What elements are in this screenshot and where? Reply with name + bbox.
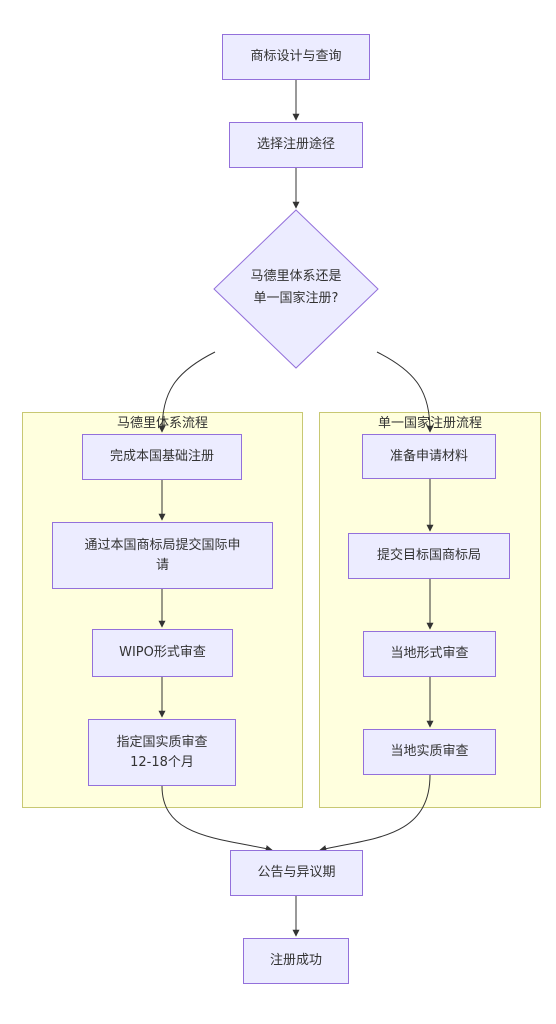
- edge-s4-publish: [319, 774, 431, 852]
- node-madrid-substantive-review: 指定国实质审查 12-18个月: [88, 719, 236, 786]
- node-choose-route: 选择注册途径: [229, 122, 363, 168]
- node-single-submit-office-label: 提交目标国商标局: [376, 548, 481, 563]
- node-madrid-submit-international: 通过本国商标局提交国际申 请: [52, 522, 273, 589]
- node-trademark-design-label: 商标设计与查询: [250, 49, 342, 64]
- node-madrid-submit-international-label: 通过本国商标局提交国际申 请: [84, 537, 241, 573]
- node-registration-success: 注册成功: [243, 938, 349, 984]
- node-madrid-wipo-review: WIPO形式审查: [92, 629, 233, 677]
- node-single-submit-office: 提交目标国商标局: [348, 533, 510, 579]
- node-madrid-base-registration-label: 完成本国基础注册: [109, 449, 214, 464]
- node-single-formal-review: 当地形式审查: [363, 631, 496, 677]
- decision-diamond: [213, 209, 379, 369]
- node-madrid-base-registration: 完成本国基础注册: [82, 434, 242, 480]
- node-single-substantive-review-label: 当地实质审查: [390, 744, 469, 759]
- edge-decision-madrid: [158, 351, 216, 433]
- decision-label: 马德里体系还是 单一国家注册?: [250, 269, 342, 306]
- node-choose-route-label: 选择注册途径: [256, 137, 335, 152]
- edge-decision-single: [376, 351, 434, 433]
- node-madrid-wipo-review-label: WIPO形式审查: [119, 645, 206, 660]
- node-publication-opposition: 公告与异议期: [230, 850, 363, 896]
- edge-m4-publish: [161, 785, 273, 852]
- node-registration-success-label: 注册成功: [269, 953, 322, 968]
- node-single-prepare-materials: 准备申请材料: [362, 434, 496, 479]
- node-madrid-substantive-review-label: 指定国实质审查 12-18个月: [116, 734, 208, 770]
- node-single-formal-review-label: 当地形式审查: [390, 646, 469, 661]
- node-single-prepare-materials-label: 准备申请材料: [389, 448, 468, 464]
- node-single-substantive-review: 当地实质审查: [363, 729, 496, 775]
- node-publication-opposition-label: 公告与异议期: [257, 865, 336, 880]
- node-trademark-design: 商标设计与查询: [222, 34, 370, 80]
